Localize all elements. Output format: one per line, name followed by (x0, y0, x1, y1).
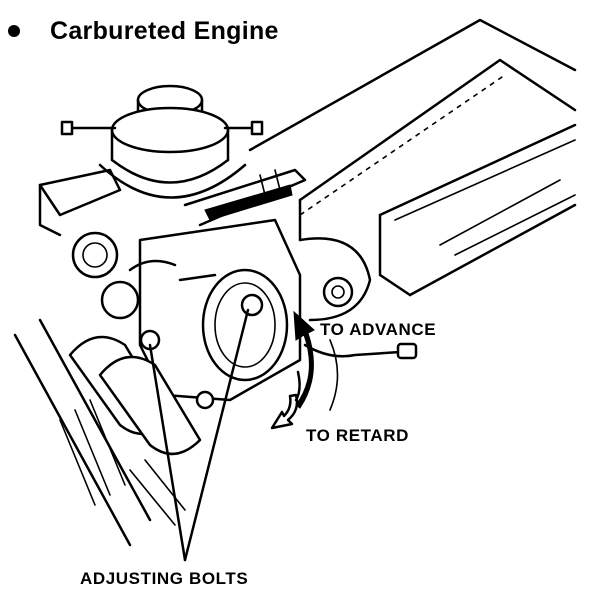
curved-arrow-down-icon (270, 370, 301, 430)
label-to-retard: TO RETARD (306, 426, 409, 445)
spark-plug-wires (13, 318, 202, 547)
valve-cover (248, 18, 577, 297)
vacuum-canister (60, 84, 264, 199)
vacuum-hose (303, 339, 418, 411)
label-to-advance: TO ADVANCE (320, 320, 437, 339)
diagram-heading: Carbureted Engine (8, 14, 279, 48)
bullet-dot-icon (8, 25, 20, 37)
curved-arrow-up-icon (293, 310, 315, 409)
label-adjusting-bolts: ADJUSTING BOLTS (80, 569, 249, 588)
leader-line-icon (148, 308, 250, 562)
diagram-title: Carbureted Engine (50, 16, 279, 45)
throttle-linkage (38, 168, 307, 237)
